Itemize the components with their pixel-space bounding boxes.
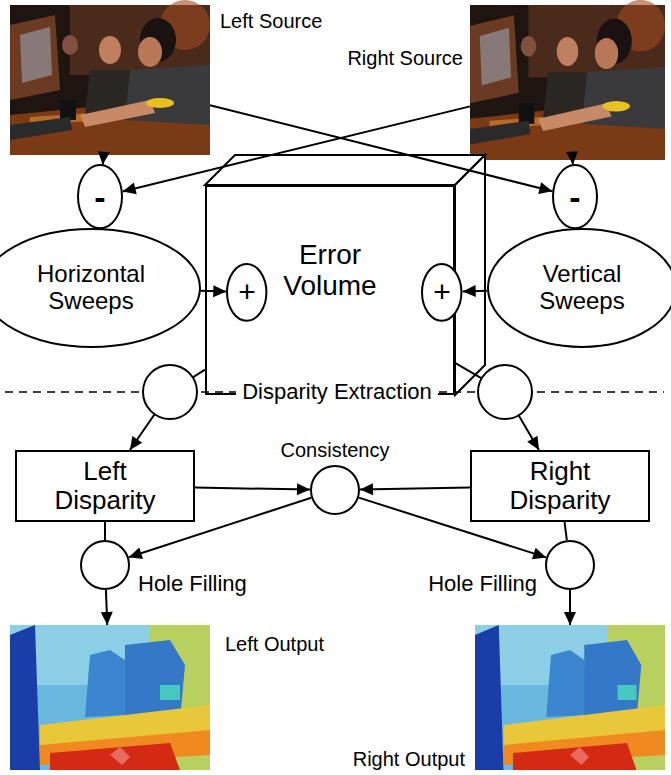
connector-line xyxy=(455,363,539,450)
source-photo: Left Source xyxy=(10,5,210,155)
stage-label: Disparity Extraction xyxy=(236,379,438,405)
arrowhead xyxy=(463,285,476,297)
node-heading: Right Source xyxy=(347,47,463,69)
hole-filling-circle: Hole Filling xyxy=(545,540,595,590)
flow-arrow xyxy=(360,483,470,495)
arrowhead xyxy=(360,483,373,495)
flow-arrow xyxy=(123,106,470,194)
node-label: + xyxy=(433,275,451,309)
plus-circle: + xyxy=(226,263,267,322)
connector-line xyxy=(565,522,567,540)
node-heading: Hole Filling xyxy=(428,572,537,597)
node-heading: Left Output xyxy=(225,633,324,655)
connector-line xyxy=(195,488,310,490)
flow-arrow xyxy=(455,363,539,450)
arrowhead xyxy=(527,436,539,450)
connector-line xyxy=(123,106,470,191)
flow-arrow xyxy=(195,483,310,495)
node-outline xyxy=(310,465,360,515)
error-volume-box: Error Volume + + xyxy=(205,185,455,395)
arrowhead xyxy=(129,548,143,559)
disparity-box: Left Disparity xyxy=(15,450,195,522)
node-label: Error Volume xyxy=(270,239,390,302)
extraction-circle xyxy=(143,365,197,419)
arrowhead xyxy=(130,436,142,450)
connector-line xyxy=(210,105,552,191)
flow-arrow xyxy=(565,522,567,540)
node-label: - xyxy=(94,178,105,216)
arrowhead xyxy=(532,548,546,559)
sweep-ellipse: Horizontal Sweeps xyxy=(0,228,201,348)
node-heading: Hole Filling xyxy=(138,572,247,597)
extraction-circle xyxy=(478,365,532,419)
flow-arrow xyxy=(98,151,110,164)
hole-filling-circle: Hole Filling xyxy=(80,540,130,590)
node-label: Horizontal Sweeps xyxy=(21,261,161,315)
arrowhead xyxy=(101,612,113,625)
flow-arrow xyxy=(463,285,487,297)
arrowhead xyxy=(564,612,576,625)
arrowhead xyxy=(566,151,578,164)
flow-arrow xyxy=(210,105,552,194)
node-heading: Left Source xyxy=(220,10,322,32)
flow-arrow xyxy=(564,590,576,625)
output-map: Left Output xyxy=(10,625,210,770)
plus-circle: + xyxy=(421,263,462,322)
node-label: + xyxy=(238,275,256,309)
flow-arrow xyxy=(101,590,113,625)
consistency-circle: Consistency xyxy=(310,465,360,515)
arrowhead xyxy=(297,483,310,495)
connector-line xyxy=(104,522,106,540)
node-outline xyxy=(545,540,595,590)
node-label: - xyxy=(569,178,580,216)
node-label: Left Disparity xyxy=(40,457,170,515)
arrowhead xyxy=(123,183,137,195)
arrowhead xyxy=(98,151,110,164)
node-heading: Consistency xyxy=(281,439,390,461)
output-map: Right Output xyxy=(475,625,665,770)
disparity-box: Right Disparity xyxy=(470,450,650,522)
sweep-ellipse: Vertical Sweeps xyxy=(487,228,671,348)
flow-arrow xyxy=(566,151,578,164)
minus-circle: - xyxy=(552,164,598,229)
connector-line xyxy=(360,488,470,490)
node-label: Vertical Sweeps xyxy=(522,261,642,315)
node-label: Right Disparity xyxy=(495,457,625,515)
arrowhead xyxy=(538,182,552,194)
minus-circle: - xyxy=(77,164,123,229)
node-heading: Right Output xyxy=(353,748,465,770)
source-photo: Right Source xyxy=(470,5,665,160)
arrowhead xyxy=(213,285,226,297)
flow-arrow xyxy=(105,522,106,540)
node-outline xyxy=(80,540,130,590)
